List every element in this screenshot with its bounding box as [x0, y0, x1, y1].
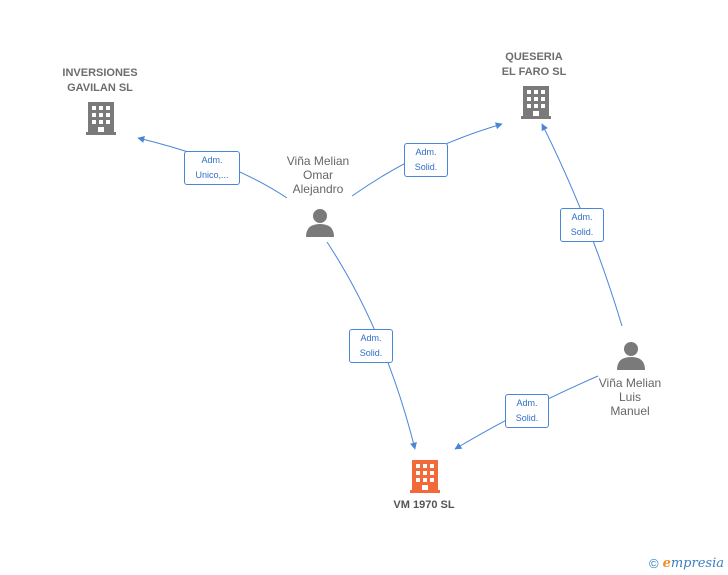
building-icon[interactable]: [86, 102, 116, 135]
node-label-luis[interactable]: Viña Melian Luis Manuel: [598, 376, 662, 418]
node-label-vm1970[interactable]: VM 1970 SL: [393, 499, 455, 511]
node-label-omar[interactable]: Viña Melian Omar Alejandro: [286, 154, 350, 196]
node-label-queseria[interactable]: QUESERIA EL FARO SL: [501, 51, 567, 78]
building-icon[interactable]: [521, 86, 551, 119]
footer-brand: © empresia: [649, 556, 724, 571]
edge-label-omar-inversiones[interactable]: Adm. Unico,...: [184, 151, 240, 185]
edge-label-omar-vm1970[interactable]: Adm. Solid.: [349, 329, 393, 363]
copyright-icon: ©: [648, 556, 659, 571]
node-label-inversiones[interactable]: INVERSIONES GAVILAN SL: [62, 67, 138, 94]
edge-label-luis-vm1970[interactable]: Adm. Solid.: [505, 394, 549, 428]
edge-label-luis-queseria[interactable]: Adm. Solid.: [560, 208, 604, 242]
person-icon[interactable]: [306, 209, 334, 237]
brand-logo: empresia: [662, 556, 724, 571]
edge-label-omar-queseria[interactable]: Adm. Solid.: [404, 143, 448, 177]
building-icon[interactable]: [410, 460, 440, 493]
person-icon[interactable]: [617, 342, 645, 370]
